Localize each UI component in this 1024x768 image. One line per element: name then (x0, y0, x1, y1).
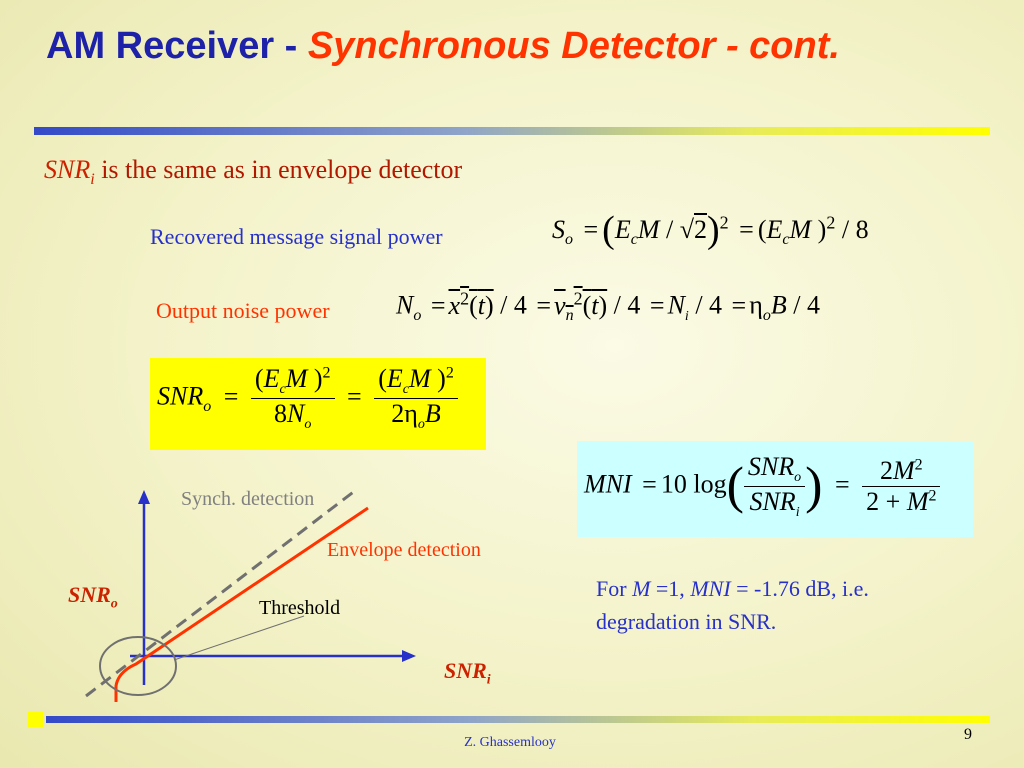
recovered-power-equation: So =(EcM / √2)2 =(EcM )2 / 8 (552, 209, 869, 251)
envelope-detection-line (114, 506, 369, 702)
intro-rest: is the same as in envelope detector (94, 155, 463, 184)
title-sub: Synchronous Detector - cont. (307, 25, 840, 67)
intro-sub: i (90, 171, 95, 189)
y-axis-label: SNRo (68, 582, 118, 612)
sync-detection-line (85, 488, 357, 698)
sync-detection-label: Synch. detection (181, 488, 315, 510)
intro-line: SNRi is the same as in envelope detector (44, 155, 462, 189)
title-divider (34, 127, 990, 135)
threshold-circle (99, 636, 177, 696)
threshold-label: Threshold (259, 597, 341, 619)
x-axis-arrow (402, 650, 416, 662)
threshold-pointer (173, 615, 305, 661)
title-main: AM Receiver - (46, 25, 308, 67)
recovered-power-label: Recovered message signal power (150, 224, 443, 249)
mni-box (577, 441, 973, 537)
slide-title: AM Receiver - Synchronous Detector - con… (46, 22, 946, 70)
noise-power-label: Output noise power (156, 298, 330, 323)
page-number: 9 (964, 726, 972, 743)
footer-corner-square (28, 712, 43, 727)
mni-note: For M =1, MNI = -1.76 dB, i.e. degradati… (596, 576, 869, 634)
footer-author: Z. Ghassemlooy (464, 735, 556, 750)
snr-output-box (150, 358, 486, 450)
snr-plot (85, 488, 416, 702)
noise-power-equation: No =x2(t) / 4 =vn2(t) / 4 =Ni / 4 =ηoB /… (396, 288, 820, 324)
x-axis-label: SNRi (444, 658, 491, 688)
intro-var: SNR (44, 155, 91, 184)
y-axis-arrow (138, 490, 150, 504)
footer-divider (46, 716, 990, 723)
envelope-detection-label: Envelope detection (327, 539, 481, 561)
